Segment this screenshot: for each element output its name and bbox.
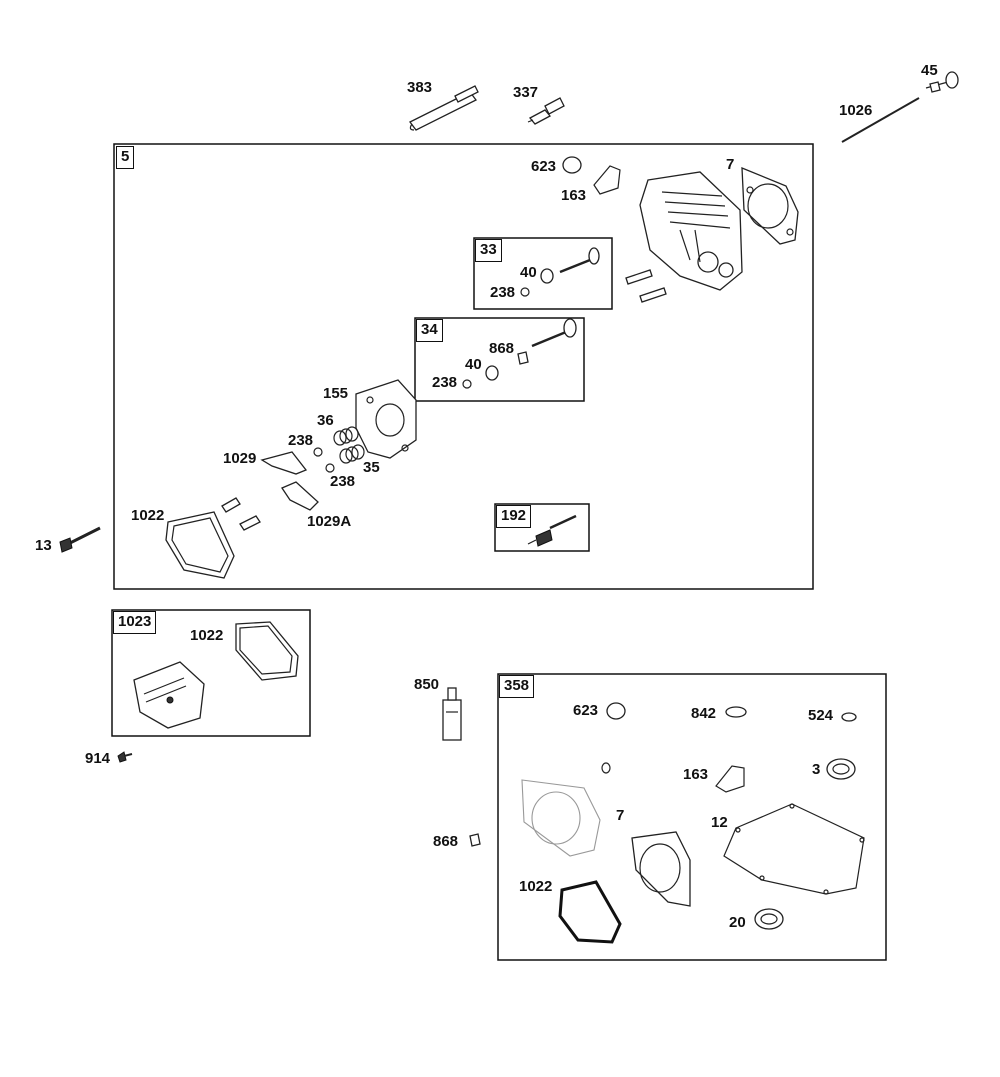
callout-36: 36	[317, 412, 334, 429]
callout-13: 13	[35, 537, 52, 554]
group-5-frame	[113, 143, 814, 590]
rocker-stud-a-part	[221, 497, 241, 513]
group-label-1023: 1023	[113, 611, 157, 634]
head-gasket-7b-part	[631, 831, 691, 907]
sealant-850-part	[442, 687, 462, 741]
callout-40: 40	[465, 356, 482, 373]
valve-34-part	[462, 318, 577, 389]
callout-868: 868	[489, 340, 515, 357]
bolt-13-part	[59, 526, 101, 553]
callout-842: 842	[691, 705, 717, 722]
rotator-868b-part	[469, 833, 481, 847]
group-33-frame	[473, 237, 613, 310]
callout-7: 7	[616, 807, 625, 824]
o-ring-623b-part	[606, 702, 626, 720]
callout-850: 850	[414, 676, 440, 693]
callout-623: 623	[531, 158, 557, 175]
group-label-358: 358	[499, 675, 535, 698]
callout-163: 163	[561, 187, 587, 204]
callout-238: 238	[490, 284, 516, 301]
callout-1022: 1022	[131, 507, 165, 524]
seal-3-part	[826, 758, 856, 780]
spring-36-part	[333, 426, 359, 446]
head-gasket-7-part	[741, 167, 799, 245]
callout-40: 40	[520, 264, 537, 281]
screw-914-part	[117, 751, 133, 763]
callout-1022: 1022	[519, 878, 553, 895]
callout-1026: 1026	[839, 102, 873, 119]
o-ring-623-part	[562, 156, 582, 174]
callout-623: 623	[573, 702, 599, 719]
callout-914: 914	[85, 750, 111, 767]
rocker-arm-1029-part	[260, 451, 308, 475]
spring-35-part	[339, 444, 365, 464]
callout-155: 155	[323, 385, 349, 402]
callout-337: 337	[513, 84, 539, 101]
callout-7: 7	[726, 156, 735, 173]
rocker-stud-b-part	[239, 515, 261, 531]
tool-383-part	[409, 85, 479, 131]
callout-45: 45	[921, 62, 938, 79]
gasket-163b-part	[715, 765, 745, 793]
callout-3: 3	[812, 761, 821, 778]
seal-40b-part	[485, 365, 499, 381]
pushrod-1026-part	[841, 97, 920, 143]
cover-gasket-1022a-part	[165, 511, 235, 579]
cylinder-head-part	[639, 171, 743, 291]
o-ring-524-part	[841, 712, 857, 722]
keeper-238c-part	[313, 447, 323, 457]
group-34-frame	[414, 317, 585, 402]
keeper-238a-part	[520, 287, 530, 297]
group-label-33: 33	[475, 239, 502, 262]
group-192-frame	[494, 503, 590, 552]
valve-cover-1023-part	[133, 661, 205, 729]
callout-524: 524	[808, 707, 834, 724]
callout-35: 35	[363, 459, 380, 476]
studs-part	[625, 269, 667, 303]
o-ring-842-part	[725, 706, 747, 718]
rocker-arm-1029A-part	[281, 481, 319, 511]
callout-868: 868	[433, 833, 459, 850]
callout-383: 383	[407, 79, 433, 96]
valve-45-part	[925, 71, 959, 93]
keeper-238d-part	[325, 463, 335, 473]
callout-12: 12	[711, 814, 728, 831]
callout-163: 163	[683, 766, 709, 783]
group-358-frame	[497, 673, 887, 961]
group-label-192: 192	[496, 505, 532, 528]
cover-gasket-1022b-part	[235, 621, 299, 681]
callout-1029: 1029	[223, 450, 257, 467]
rocker-studs-192-part	[527, 514, 577, 547]
group-1023-frame	[111, 609, 311, 737]
callout-238: 238	[288, 432, 314, 449]
rotator-868a-part	[517, 351, 529, 365]
callout-1022: 1022	[190, 627, 224, 644]
group-label-5: 5	[116, 146, 135, 169]
seal-20-part	[754, 908, 784, 930]
grey-head-gasket-part	[521, 779, 601, 857]
cover-gasket-1022c-part	[558, 880, 622, 944]
spark-plug-337-part	[527, 97, 565, 125]
valve-33-part	[520, 247, 600, 297]
seal-40a-part	[540, 268, 554, 284]
callout-238: 238	[432, 374, 458, 391]
callout-20: 20	[729, 914, 746, 931]
group-label-34: 34	[416, 319, 443, 342]
crankcase-gasket-12-part	[723, 803, 865, 895]
callout-1029A: 1029A	[307, 513, 352, 530]
callout-238: 238	[330, 473, 356, 490]
rocker-plate-155-part	[355, 379, 417, 459]
keeper-238b-part	[462, 379, 472, 389]
small-o-ring-part	[601, 762, 611, 774]
gasket-163-part	[593, 165, 621, 195]
